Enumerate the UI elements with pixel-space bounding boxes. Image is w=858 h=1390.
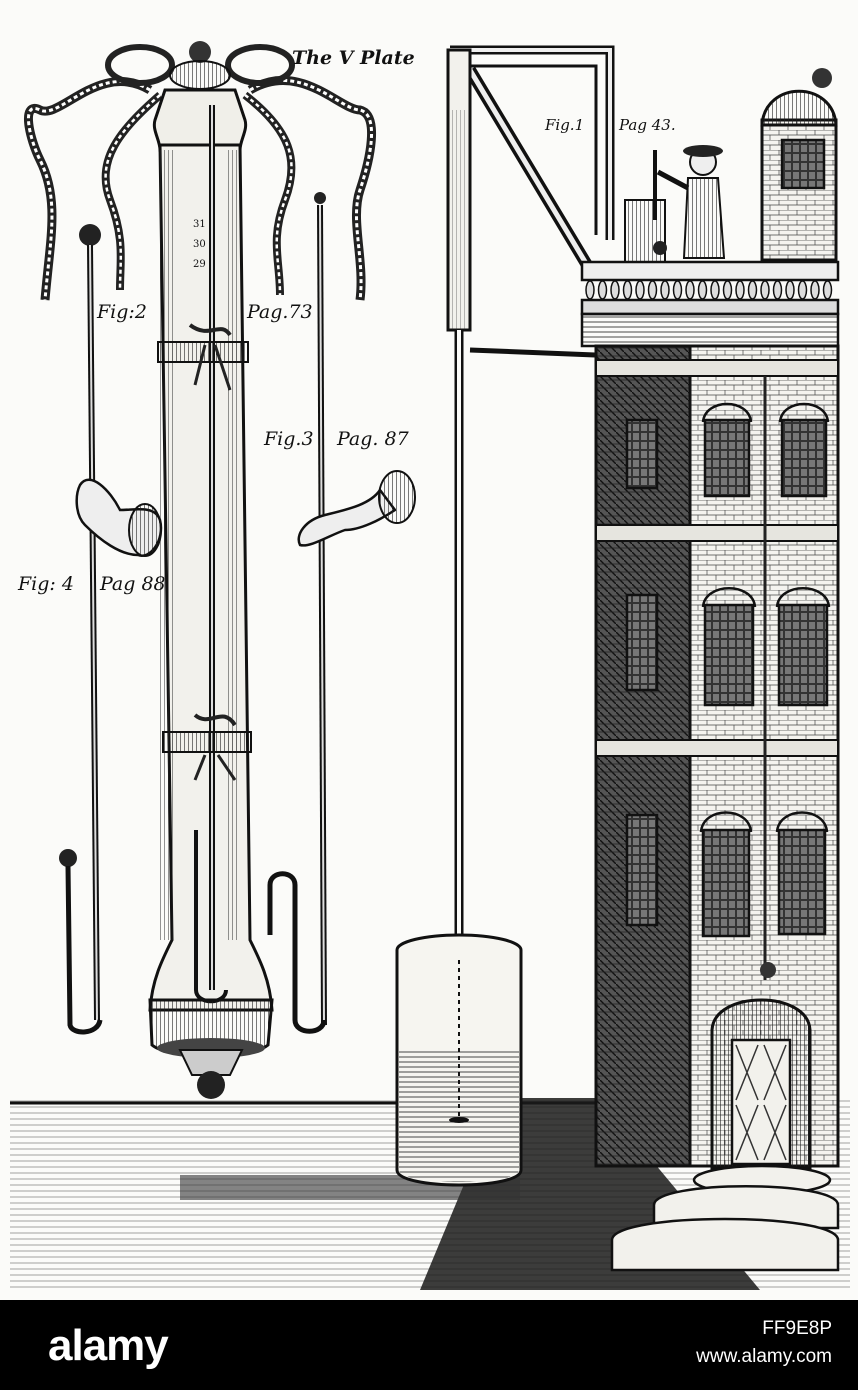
building-with-observer [580,68,840,1272]
plate-labels: The V Plate Fig.1 Pag 43. Fig:2 Pag.73 F… [17,47,676,595]
baluster [722,280,733,300]
barometer-figure-2 [23,41,377,1099]
engraving-plate: The V Plate Fig.1 Pag 43. Fig:2 Pag.73 F… [10,41,850,1290]
baluster [647,280,658,300]
baluster [785,280,795,300]
baluster [635,280,645,300]
image-id: FF9E8P [762,1318,832,1339]
tube-figure-4 [59,224,163,1035]
baluster [697,280,708,300]
plate-title: The V Plate [292,47,415,69]
label-pag88: Pag 88 [99,573,166,595]
alamy-logo: alamy [48,1321,170,1370]
baluster [735,280,745,300]
baluster [822,280,833,300]
site-url: www.alamy.com [696,1346,832,1367]
label-fig1: Fig.1 [544,116,584,134]
baluster [810,280,820,300]
tube-figure-3 [267,192,416,1034]
label-fig3: Fig.3 [263,428,314,450]
baluster [585,280,595,300]
stock-watermark-bar: alamy FF9E8P www.alamy.com [0,1300,858,1390]
baluster [610,280,620,300]
svg-text:alamy: alamy [48,1321,169,1370]
baluster [597,280,608,300]
baluster [685,280,695,300]
label-pag43: Pag 43. [618,116,676,134]
water-column-figure-1 [395,45,615,1187]
baluster [622,280,633,300]
baluster [747,280,758,300]
baluster [772,280,783,300]
scale-mark-29: 29 [193,259,206,270]
label-fig2: Fig:2 [96,301,147,323]
label-pag73: Pag.73 [246,301,313,323]
baluster [710,280,720,300]
baluster [760,280,770,300]
scale-mark-31: 31 [193,219,206,230]
baluster [797,280,808,300]
scale-mark-30: 30 [193,239,206,250]
baluster [660,280,670,300]
label-pag87: Pag. 87 [336,428,410,450]
label-fig4: Fig: 4 [17,573,74,595]
baluster [672,280,683,300]
